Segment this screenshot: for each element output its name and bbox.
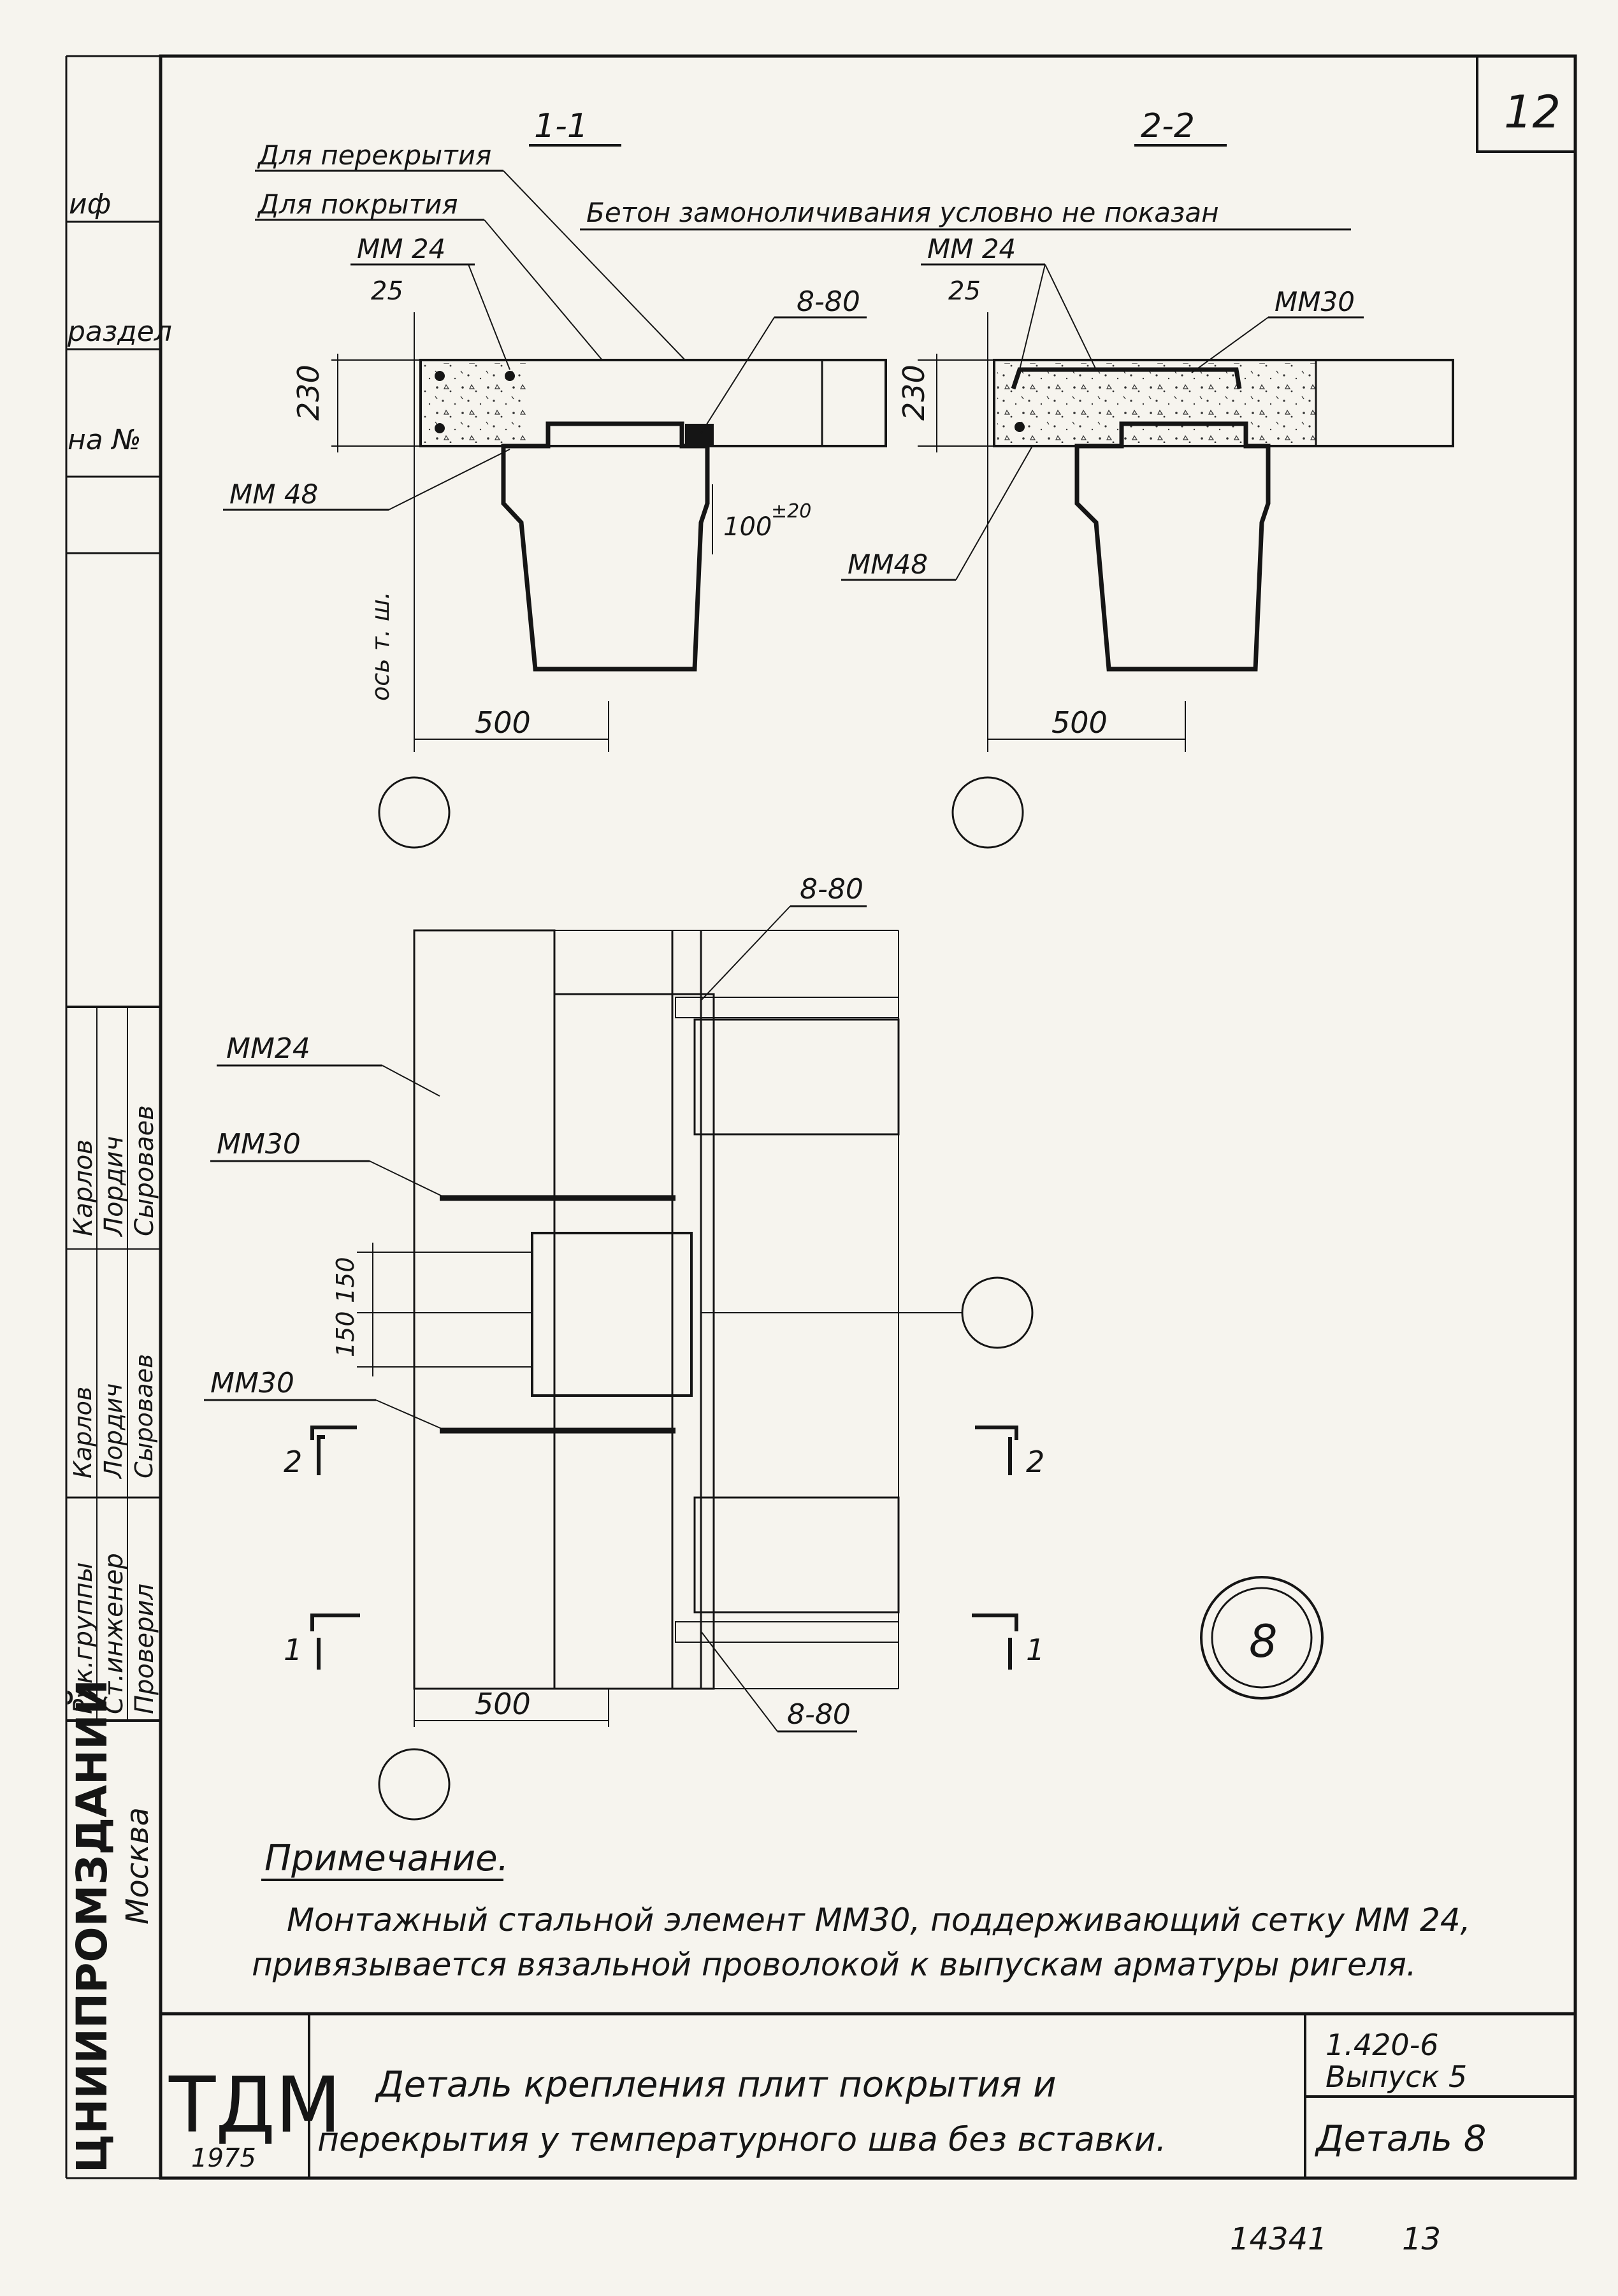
label-for-floor: Для перекрытия: [257, 140, 491, 171]
signature-head-of-group: Карлов: [69, 1386, 97, 1478]
label-weld-plan-top: 8-80: [800, 873, 863, 906]
girder-1-1: [501, 421, 710, 672]
dim-25-2-2: 25: [948, 277, 981, 306]
label-mm24-plan: ММ24: [226, 1032, 310, 1065]
title-line-2: перекрытия у температурного шва без вста…: [317, 2121, 1166, 2159]
left-cell-top-1: иф: [69, 188, 112, 220]
series-number: 1.420-6: [1325, 2028, 1439, 2062]
label-mm48-2-2: ММ48: [848, 549, 928, 580]
detail-number: 8: [1249, 1615, 1278, 1668]
note-line-1: Монтажный стальной элемент ММ30, поддерж…: [287, 1902, 1471, 1939]
section-2-2-title: 2-2: [1141, 107, 1195, 145]
section-1-1-title: 1-1: [534, 107, 588, 145]
page-number: 13: [1402, 2221, 1441, 2257]
label-mm30-plan-bottom: ММ30: [210, 1367, 294, 1399]
role-checked-by: Проверил: [130, 1583, 159, 1714]
dim-500-plan: 500: [475, 1687, 531, 1721]
dim-230-2-2: 230: [897, 365, 931, 421]
dim-500-1-1: 500: [475, 705, 531, 740]
name-head-of-group: Карлов: [69, 1139, 98, 1236]
section-2-2: 2-2 230 500 ММ 24 25 ММ30 ММ48: [841, 107, 1454, 849]
signature-checked-by: Сыроваев: [130, 1354, 158, 1478]
axis-label-1-1: ось т. ш.: [366, 591, 394, 701]
label-weld-1-1: 8-80: [797, 285, 860, 318]
inventory-number: 14341: [1230, 2221, 1327, 2257]
organization-name: ЦНИИПРОМЗДАНИЙ: [68, 1679, 117, 2173]
name-senior-engineer: Лордич: [99, 1136, 129, 1236]
weld-mark-1-1: [685, 424, 714, 446]
left-strip-grid: [66, 220, 161, 1722]
girder-2-2: [1074, 421, 1271, 672]
signature-senior-engineer: Лордич: [99, 1383, 127, 1478]
label-mm24-1-1: ММ 24: [357, 233, 445, 264]
dim-500-2-2: 500: [1051, 705, 1108, 740]
detail-label: Деталь 8: [1314, 2118, 1486, 2160]
sheet-frame: [65, 54, 1577, 2180]
axis-circle-plan-bottom: [378, 1748, 451, 1821]
slab-2-2: [993, 359, 1454, 447]
label-mm48-1-1: ММ 48: [229, 479, 318, 510]
plan-view: 500 150 150 ММ24 ММ30 ММ30 8-80 8-80 2 1…: [204, 873, 1044, 1821]
dim-150-a: 150: [331, 1257, 359, 1303]
sheet-number: 12: [1504, 86, 1561, 138]
dim-tolerance-1-1: ±20: [771, 500, 811, 523]
dim-150-b: 150: [331, 1311, 359, 1357]
cut-marker-1-right: 1: [1026, 1633, 1044, 1667]
slab-1-1: [419, 359, 887, 447]
label-mm30-plan-top: ММ30: [217, 1128, 301, 1160]
name-checked-by: Сыроваев: [130, 1105, 159, 1236]
dim-230-1-1: 230: [291, 365, 326, 421]
title-block-frame: [161, 2012, 1575, 2178]
label-mm30-section: ММ30: [1275, 286, 1355, 317]
organization-city: Москва: [120, 1807, 155, 1924]
note-line-2: привязывается вязальной проволокой к вып…: [252, 1946, 1417, 1983]
left-cell-top-3: на №: [68, 424, 141, 456]
tdm-year: 1975: [191, 2144, 256, 2173]
concrete-note: Бетон замоноличивания условно не показан: [586, 197, 1219, 228]
detail-bubble-inner: [1211, 1587, 1313, 1689]
plan-opening: [531, 1232, 693, 1397]
cut-marker-1-left: 1: [284, 1633, 302, 1667]
label-weld-plan-bottom: 8-80: [787, 1698, 851, 1731]
detail-bubble-outer: [1200, 1576, 1324, 1700]
plan-concrete-strip: [553, 993, 715, 1690]
tdm-logo: ТДМ: [168, 2061, 342, 2150]
issue-number: Выпуск 5: [1325, 2060, 1467, 2094]
section-1-1: 1-1 230 500 100 ±20 ось т. ш. Для перекр…: [223, 107, 887, 849]
axis-circle-1-1: [378, 776, 451, 849]
left-cell-top-2: раздел: [68, 315, 172, 348]
label-for-roof: Для покрытия: [257, 189, 458, 220]
note-title: Примечание.: [264, 1838, 509, 1879]
axis-circle-2-2: [951, 776, 1024, 849]
cut-marker-2-right: 2: [1026, 1445, 1044, 1479]
label-mm24-2-2: ММ 24: [927, 233, 1016, 264]
cut-marker-2-left: 2: [284, 1445, 302, 1479]
title-line-1: Деталь крепления плит покрытия и: [374, 2064, 1057, 2105]
axis-circle-plan-right: [961, 1276, 1034, 1349]
dim-100-1-1: 100: [723, 512, 772, 542]
dim-25-1-1: 25: [371, 277, 403, 306]
